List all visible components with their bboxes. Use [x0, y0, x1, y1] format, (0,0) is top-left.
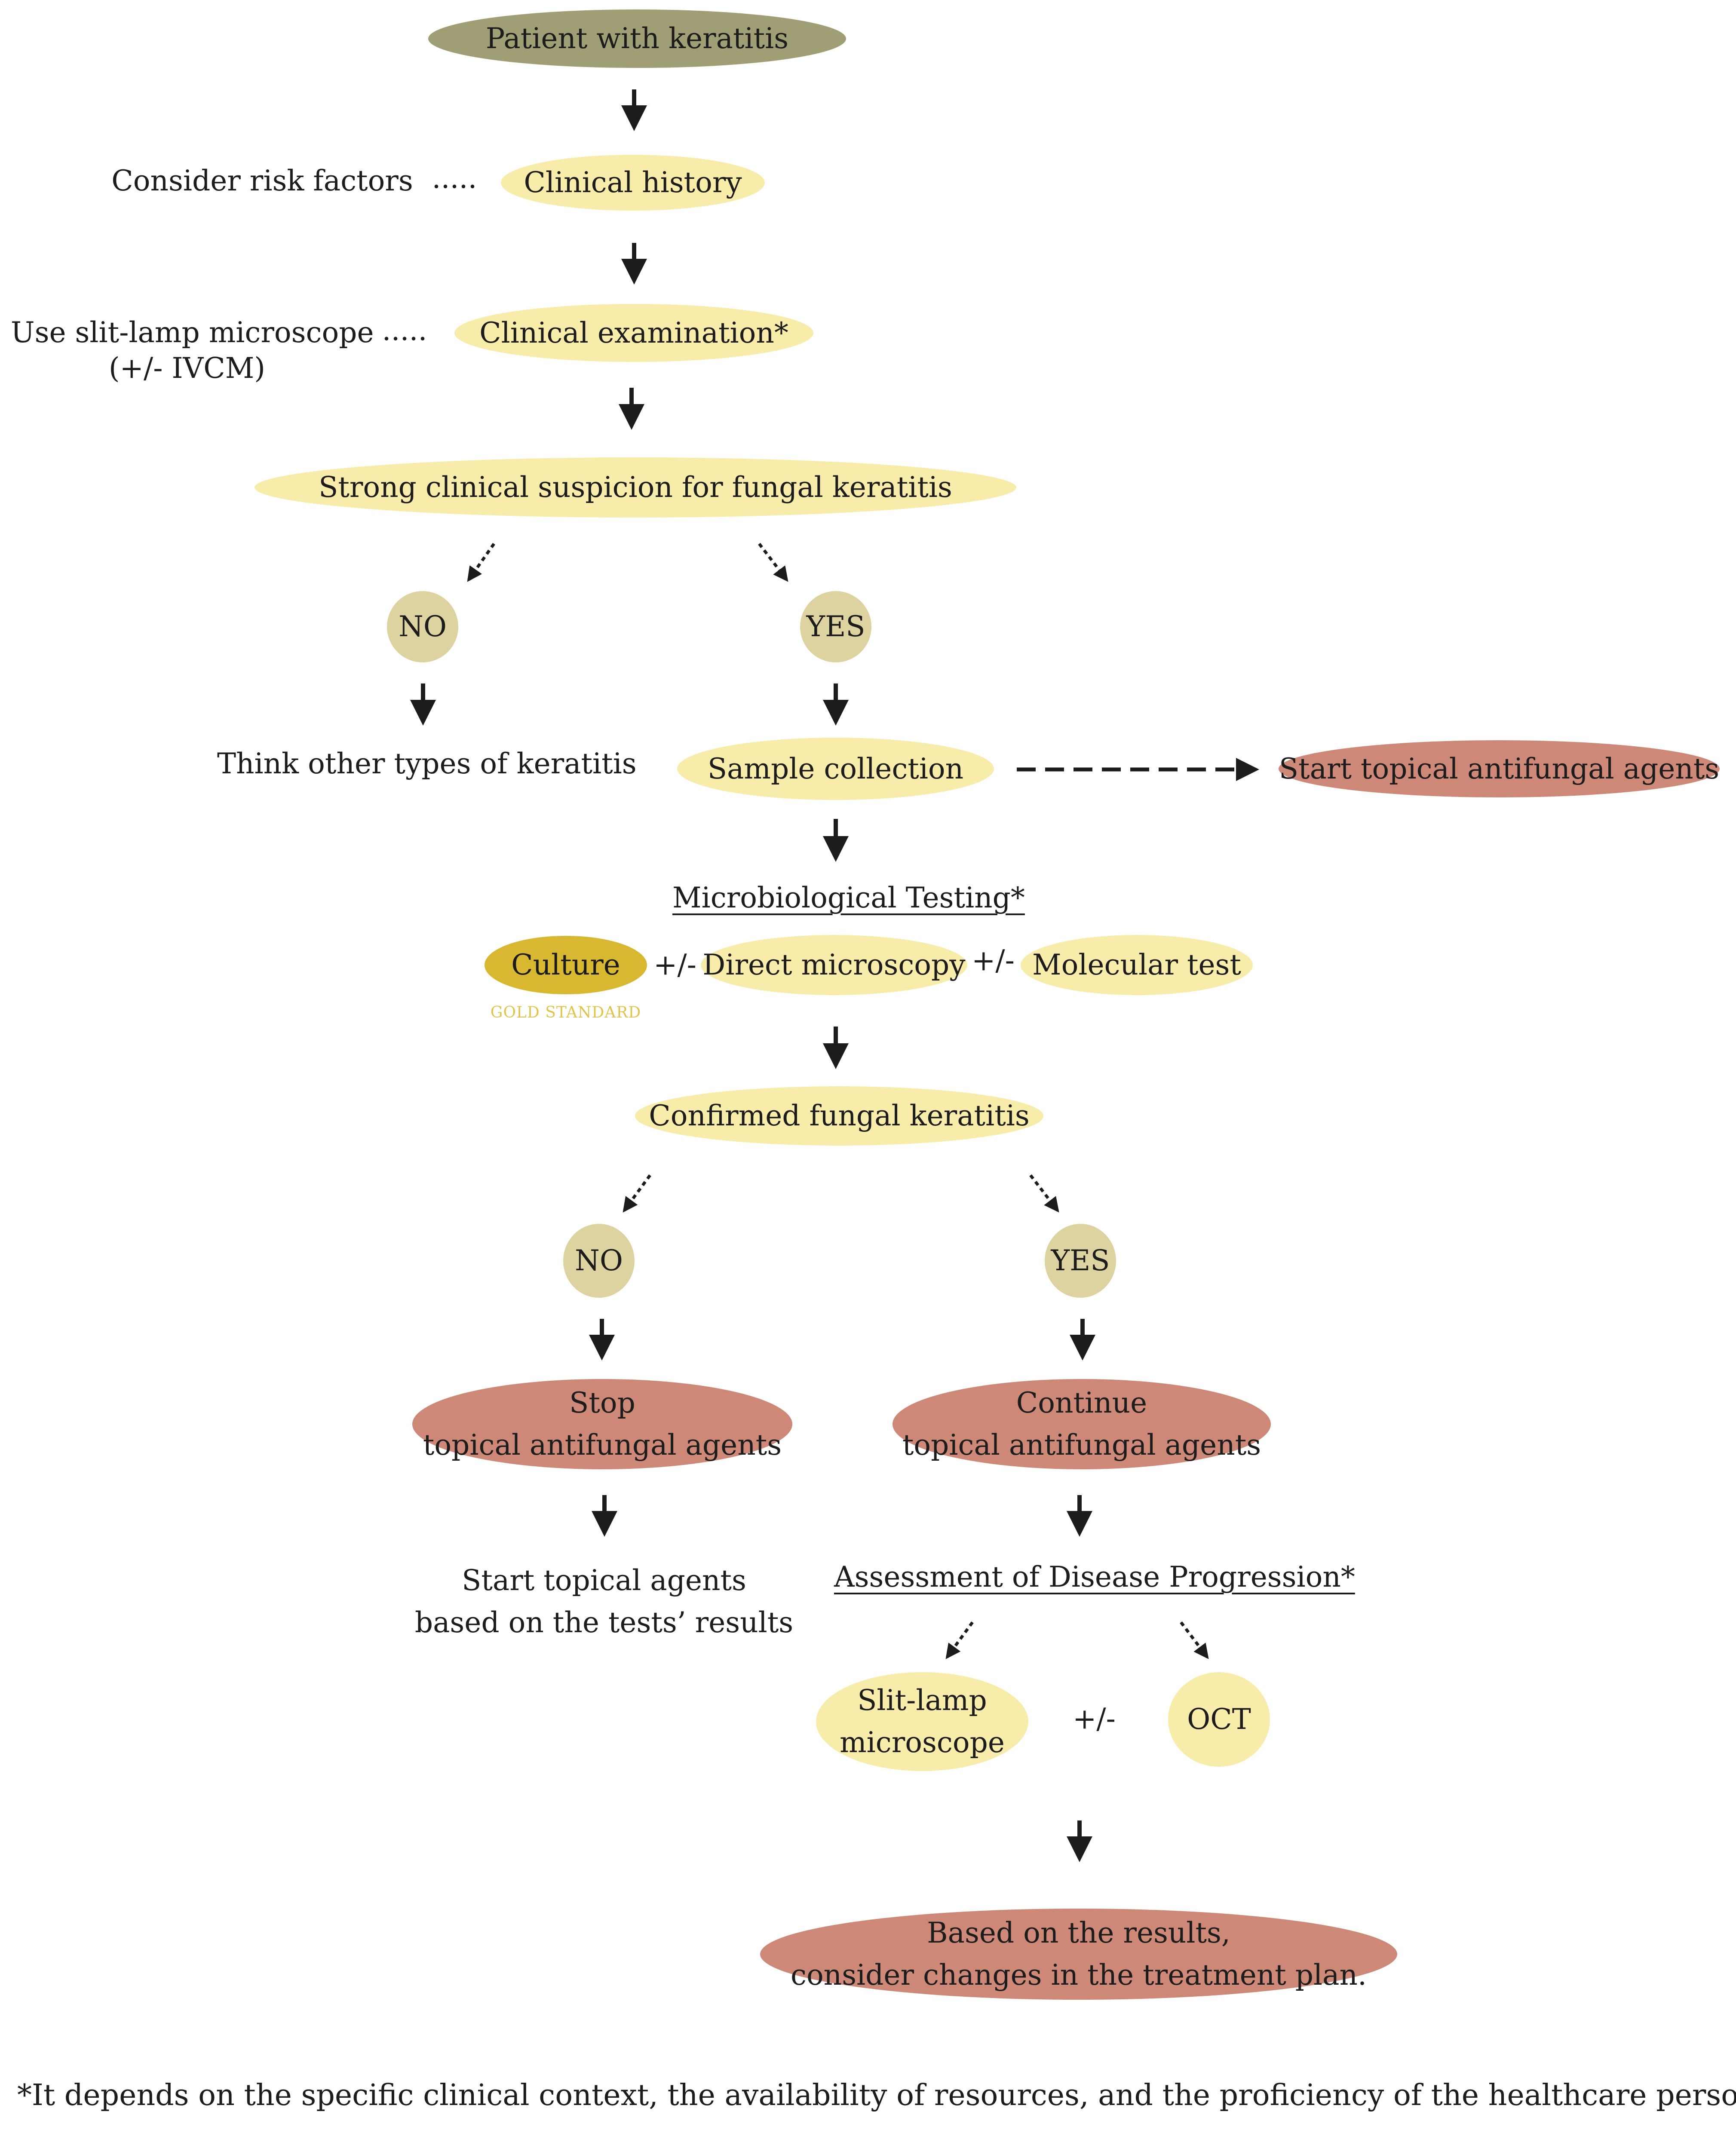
think-other-types-label: Think other types of keratitis: [217, 747, 637, 780]
node-yes-2: YES: [1045, 1224, 1116, 1298]
node-confirmed-fungal-keratitis: Confirmed fungal keratitis: [635, 1086, 1043, 1146]
arrow-suspicion-yes: [758, 542, 788, 582]
node-yes-1-label: YES: [806, 610, 865, 643]
node-molecular-test: Molecular test: [1021, 935, 1253, 995]
node-slit-lamp-line2: microscope: [840, 1726, 1005, 1759]
node-culture: Culture: [485, 936, 647, 994]
node-confirmed-fungal-keratitis-label: Confirmed fungal keratitis: [649, 1099, 1030, 1132]
start-agents-label: Start topical agents based on the tests’…: [406, 1560, 802, 1644]
footnote: *It depends on the specific clinical con…: [17, 2078, 1736, 2112]
slit-lamp-use-line1: Use slit-lamp microscope: [11, 316, 374, 349]
node-clinical-history: Clinical history: [501, 155, 765, 211]
node-clinical-examination: Clinical examination*: [454, 304, 813, 362]
arrow-suspicion-no: [467, 542, 495, 582]
node-clinical-examination-label: Clinical examination*: [479, 316, 788, 349]
node-culture-label: Culture: [511, 948, 620, 981]
node-stop-line2: topical antifungal agents: [423, 1428, 782, 1462]
dots-connector-2: .....: [382, 314, 427, 347]
arrow-assessment-slitlamp: [945, 1621, 974, 1659]
node-sample-collection: Sample collection: [677, 738, 994, 800]
node-based-line2: consider changes in the treatment plan.: [790, 1958, 1367, 1992]
arrow-assessment-oct: [1180, 1621, 1209, 1659]
node-patient: Patient with keratitis: [428, 9, 846, 68]
start-agents-line1: Start topical agents: [462, 1564, 746, 1597]
slit-lamp-use-line2: (+/- IVCM): [108, 352, 266, 385]
assessment-heading: Assessment of Disease Progression*: [834, 1560, 1355, 1594]
node-clinical-history-label: Clinical history: [524, 166, 742, 199]
plus-minus-2: +/-: [972, 944, 1015, 977]
node-oct-label: OCT: [1187, 1703, 1251, 1736]
arrow-confirmed-yes: [1029, 1174, 1059, 1213]
start-agents-line2: based on the tests’ results: [414, 1606, 794, 1639]
plus-minus-1: +/-: [653, 948, 696, 981]
gold-standard-caption: GOLD STANDARD: [490, 1004, 641, 1021]
node-slit-lamp-line1: Slit-lamp: [857, 1684, 987, 1717]
node-continue-line2: topical antifungal agents: [902, 1428, 1261, 1462]
node-no-1-label: NO: [399, 610, 447, 643]
risk-factors-label: Consider risk factors: [111, 164, 413, 197]
node-strong-suspicion-label: Strong clinical suspicion for fungal ker…: [319, 471, 952, 504]
node-no-1: NO: [387, 591, 458, 662]
node-continue-topical: Continue topical antifungal agents: [893, 1379, 1271, 1469]
node-based-line1: Based on the results,: [927, 1916, 1230, 1949]
node-start-topical-antifungal-label: Start topical antifungal agents: [1279, 752, 1720, 785]
node-no-2: NO: [563, 1224, 635, 1298]
node-yes-2-label: YES: [1051, 1244, 1110, 1277]
node-patient-label: Patient with keratitis: [485, 22, 789, 55]
node-start-topical-antifungal: Start topical antifungal agents: [1279, 740, 1720, 797]
node-direct-microscopy-label: Direct microscopy: [702, 948, 966, 981]
node-strong-suspicion: Strong clinical suspicion for fungal ker…: [255, 457, 1016, 518]
node-oct: OCT: [1168, 1672, 1270, 1767]
node-yes-1: YES: [800, 591, 871, 662]
node-continue-line1: Continue: [1016, 1386, 1147, 1419]
plus-minus-3: +/-: [1073, 1702, 1116, 1735]
node-slit-lamp-microscope: Slit-lamp microscope: [816, 1672, 1028, 1771]
arrow-confirmed-no: [623, 1174, 651, 1213]
dots-connector-1: .....: [432, 162, 477, 195]
microbiological-testing-heading: Microbiological Testing*: [672, 881, 1025, 914]
slit-lamp-use-label: Use slit-lamp microscope (+/- IVCM): [11, 312, 374, 389]
node-sample-collection-label: Sample collection: [707, 752, 964, 785]
node-molecular-test-label: Molecular test: [1032, 948, 1241, 981]
node-based-on-results: Based on the results, consider changes i…: [760, 1909, 1397, 2000]
node-direct-microscopy: Direct microscopy: [701, 935, 967, 995]
node-stop-line1: Stop: [569, 1386, 635, 1419]
node-stop-topical: Stop topical antifungal agents: [412, 1379, 792, 1469]
node-no-2-label: NO: [575, 1244, 623, 1277]
